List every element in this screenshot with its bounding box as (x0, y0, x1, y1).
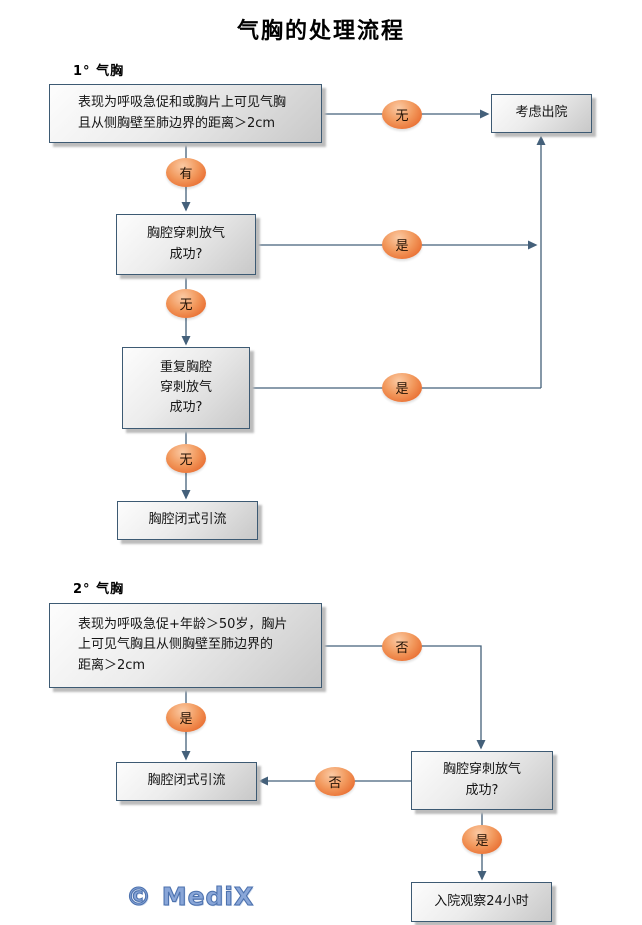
connector-label-no-criteria-secondary: 否 (382, 632, 422, 661)
section-label-primary: 1° 气胸 (73, 64, 125, 79)
node-aspiration-primary: 胸腔穿刺放气 成功? (116, 214, 256, 275)
node-admit-observation: 入院观察24小时 (411, 882, 552, 922)
node-criteria-secondary: 表现为呼吸急促+年龄＞50岁，胸片 上可见气胸且从侧胸壁至肺边界的 距离＞2cm (49, 603, 322, 688)
node-repeat-aspiration: 重复胸腔 穿刺放气 成功? (122, 347, 250, 429)
connector-label-aspiration-fail-primary: 无 (166, 289, 206, 318)
connector-label-yes-present-secondary: 是 (166, 703, 206, 732)
connector-criteria2-no (322, 645, 486, 750)
connector-label-aspiration-fail-secondary: 否 (315, 767, 355, 796)
node-chest-drain-primary: 胸腔闭式引流 (117, 501, 258, 540)
connector-label-repeat-fail: 无 (166, 444, 206, 473)
medix-watermark: © MediX (125, 881, 255, 911)
page-title: 气胸的处理流程 (236, 19, 405, 44)
section-label-secondary: 2° 气胸 (73, 582, 125, 597)
node-aspiration-secondary: 胸腔穿刺放气 成功? (411, 751, 553, 810)
connector-label-no-criteria-primary: 无 (382, 100, 422, 129)
node-criteria-primary: 表现为呼吸急促和或胸片上可见气胸 且从侧胸壁至肺边界的距离＞2cm (49, 84, 322, 143)
connector-label-aspiration-success-primary: 是 (382, 230, 422, 259)
node-discharge: 考虑出院 (491, 94, 592, 133)
node-chest-drain-secondary: 胸腔闭式引流 (116, 762, 257, 801)
connector-label-yes-present-primary: 有 (166, 158, 206, 187)
connector-label-aspiration-success-secondary: 是 (462, 825, 502, 854)
connector-label-repeat-success: 是 (382, 373, 422, 402)
